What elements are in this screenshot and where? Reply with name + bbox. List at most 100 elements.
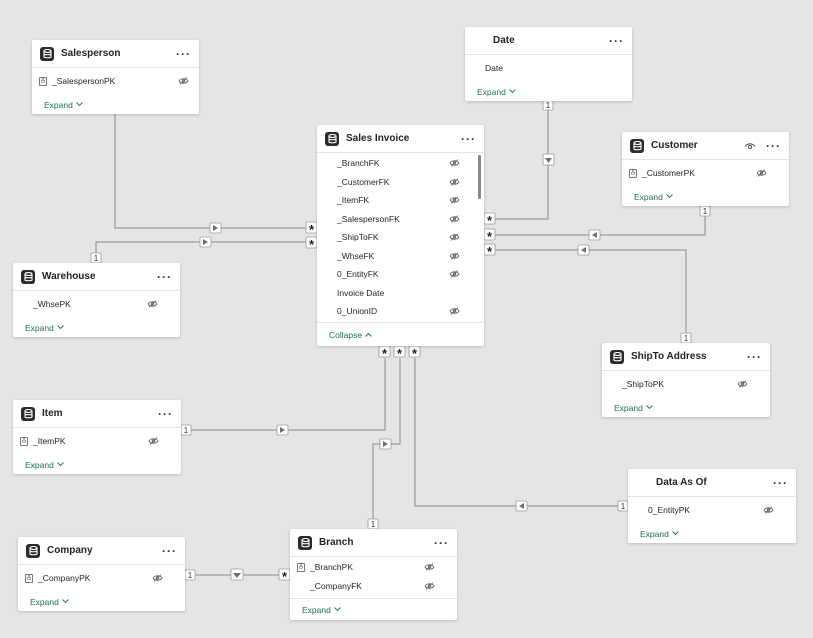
table-company[interactable]: Company ··· A̲_CompanyPK Expand <box>18 537 185 611</box>
hidden-eye-icon[interactable] <box>737 380 748 389</box>
expand-toggle[interactable]: Expand <box>614 403 653 413</box>
more-options-icon[interactable]: ··· <box>162 543 177 558</box>
expand-label: Expand <box>302 604 331 615</box>
field-row[interactable]: A̲_CompanyPK <box>18 569 185 588</box>
field-name: _CompanyFK <box>310 580 362 591</box>
collapse-toggle[interactable]: Collapse <box>329 330 372 340</box>
table-icon <box>40 46 54 61</box>
hidden-eye-icon[interactable] <box>147 300 158 309</box>
field-row[interactable]: _CustomerFK <box>317 173 484 192</box>
more-options-icon[interactable]: ··· <box>773 475 788 490</box>
table-salesperson[interactable]: Salesperson ··· A̲_SalespersonPK Expand <box>32 40 199 114</box>
more-options-icon[interactable]: ··· <box>747 349 762 364</box>
field-row[interactable]: Invoice Date <box>317 284 484 303</box>
card-many-warehouse: * <box>309 237 315 252</box>
expand-toggle[interactable]: Expand <box>44 100 83 110</box>
table-header[interactable]: Data As Of ··· <box>628 469 796 497</box>
hidden-eye-icon[interactable] <box>449 177 460 186</box>
field-name: _CompanyPK <box>38 573 91 584</box>
table-title: Data As Of <box>656 477 707 488</box>
expand-label: Expand <box>25 322 54 333</box>
more-options-icon[interactable]: ··· <box>461 131 476 146</box>
field-row[interactable]: 0_EntityPK <box>628 501 796 520</box>
hidden-eye-icon[interactable] <box>756 169 767 178</box>
expand-toggle[interactable]: Expand <box>634 192 673 202</box>
field-row[interactable]: 0_EntityFK <box>317 265 484 284</box>
expand-toggle[interactable]: Expand <box>30 597 69 607</box>
chevron-down-icon <box>76 102 83 107</box>
field-row[interactable]: _ShipToPK <box>602 375 770 394</box>
table-icon <box>325 131 339 146</box>
expand-toggle[interactable]: Expand <box>302 605 341 615</box>
table-header[interactable]: Branch ··· <box>290 529 457 557</box>
card-many-dataasof: * <box>412 346 418 361</box>
field-row[interactable]: _ItemFK <box>317 191 484 210</box>
hidden-eye-icon[interactable] <box>449 270 460 279</box>
hidden-eye-icon[interactable] <box>449 251 460 260</box>
more-options-icon[interactable]: ··· <box>434 535 449 550</box>
expand-toggle[interactable]: Expand <box>640 529 679 539</box>
table-customer[interactable]: Customer ··· A̲_CustomerPK Expand <box>622 132 789 206</box>
card-many-date: * <box>487 213 493 228</box>
visible-eye-icon[interactable] <box>744 142 756 150</box>
more-options-icon[interactable]: ··· <box>157 269 172 284</box>
hidden-eye-icon[interactable] <box>148 437 159 446</box>
field-row[interactable]: A̲_BranchPK <box>290 558 457 577</box>
table-header[interactable]: Customer ··· <box>622 132 789 160</box>
table-icon <box>630 138 644 153</box>
hidden-eye-icon[interactable] <box>449 196 460 205</box>
field-row[interactable]: A̲_ItemPK <box>13 432 181 451</box>
expand-toggle[interactable]: Expand <box>25 323 64 333</box>
table-title: Company <box>47 545 93 556</box>
table-header[interactable]: ShipTo Address ··· <box>602 343 770 371</box>
field-row[interactable]: A̲_SalespersonPK <box>32 72 199 91</box>
table-sales-invoice[interactable]: Sales Invoice ··· _BranchFK _CustomerFK … <box>317 125 484 346</box>
text-field-icon: A̲ <box>297 562 306 572</box>
more-options-icon[interactable]: ··· <box>176 46 191 61</box>
field-row[interactable]: _WhseFK <box>317 247 484 266</box>
hidden-eye-icon[interactable] <box>449 233 460 242</box>
collapse-label: Collapse <box>329 329 363 340</box>
table-icon <box>610 349 624 364</box>
table-date[interactable]: Date ··· Date Expand <box>465 27 632 101</box>
hidden-eye-icon[interactable] <box>424 581 435 590</box>
field-row[interactable]: _CompanyFK <box>290 577 457 596</box>
card-many-customer: * <box>487 229 493 244</box>
hidden-eye-icon[interactable] <box>763 506 774 515</box>
table-header[interactable]: Warehouse ··· <box>13 263 180 291</box>
field-row[interactable]: _SalespersonFK <box>317 210 484 229</box>
table-header[interactable]: Date ··· <box>465 27 632 55</box>
table-header[interactable]: Sales Invoice ··· <box>317 125 484 153</box>
more-options-icon[interactable]: ··· <box>158 406 173 421</box>
hidden-eye-icon[interactable] <box>178 77 189 86</box>
table-header[interactable]: Item ··· <box>13 400 181 428</box>
table-item[interactable]: Item ··· A̲_ItemPK Expand <box>13 400 181 474</box>
chevron-down-icon <box>509 89 516 94</box>
more-options-icon[interactable]: ··· <box>609 33 624 48</box>
expand-toggle[interactable]: Expand <box>25 460 64 470</box>
more-options-icon[interactable]: ··· <box>766 138 781 153</box>
table-header[interactable]: Salesperson ··· <box>32 40 199 68</box>
field-row[interactable]: Date <box>465 59 632 78</box>
field-name: _BranchFK <box>337 158 380 169</box>
card-many-shipto: * <box>487 244 493 259</box>
hidden-eye-icon[interactable] <box>449 214 460 223</box>
field-row[interactable]: _ShipToFK <box>317 228 484 247</box>
field-row[interactable]: A̲_CustomerPK <box>622 164 789 183</box>
hidden-eye-icon[interactable] <box>424 563 435 572</box>
hidden-eye-icon[interactable] <box>449 307 460 316</box>
table-branch[interactable]: Branch ··· A̲_BranchPK _CompanyFK Expand <box>290 529 457 620</box>
table-warehouse[interactable]: Warehouse ··· _WhsePK Expand <box>13 263 180 337</box>
table-header[interactable]: Company ··· <box>18 537 185 565</box>
hidden-eye-icon[interactable] <box>152 574 163 583</box>
table-title: Customer <box>651 140 698 151</box>
scrollbar-thumb[interactable] <box>478 155 481 199</box>
table-data-as-of[interactable]: Data As Of ··· 0_EntityPK Expand <box>628 469 796 543</box>
card-one-dataasof: 1 <box>621 502 626 511</box>
expand-toggle[interactable]: Expand <box>477 87 516 97</box>
field-row[interactable]: 0_UnionID <box>317 302 484 321</box>
field-row[interactable]: _BranchFK <box>317 154 484 173</box>
table-shipto-address[interactable]: ShipTo Address ··· _ShipToPK Expand <box>602 343 770 417</box>
hidden-eye-icon[interactable] <box>449 159 460 168</box>
field-row[interactable]: _WhsePK <box>13 295 180 314</box>
